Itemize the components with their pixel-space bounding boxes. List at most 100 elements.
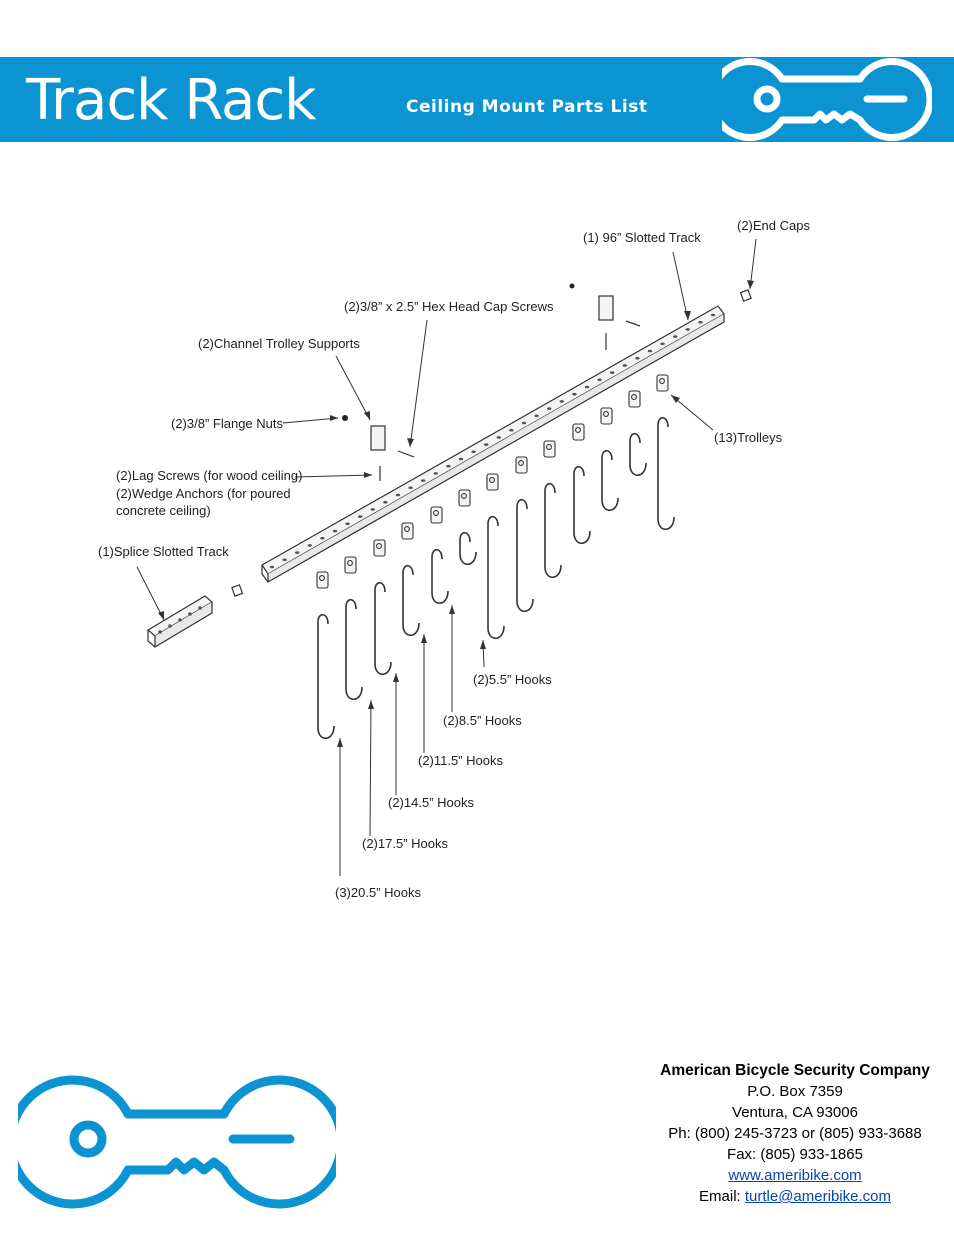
trolley-hole [659, 378, 665, 384]
phone: Ph: (800) 245-3723 or (805) 933-3688 [668, 1125, 922, 1142]
track-slot [673, 335, 678, 338]
track-slot [269, 565, 275, 569]
hook-icon [402, 564, 420, 637]
trolley-hole [404, 526, 410, 532]
label-flange-nuts: (2)3/8” Flange Nuts [171, 416, 283, 431]
track-slot [383, 500, 388, 504]
track-slot [370, 508, 375, 511]
track-slot [408, 486, 413, 490]
track-slot [446, 464, 451, 468]
track-slot [521, 421, 527, 425]
track-slot [496, 436, 501, 439]
track-slot [534, 414, 539, 418]
track-slot [710, 313, 716, 317]
track-slot [471, 450, 476, 454]
hook-icon [459, 531, 477, 566]
label-lag-screws: (2)Lag Screws (for wood ceiling) [116, 468, 302, 483]
page-subtitle: Ceiling Mount Parts List [406, 97, 648, 117]
track-slot [647, 349, 653, 353]
hook-icon [573, 465, 591, 545]
company-name: American Bicycle Security Company [660, 1062, 930, 1079]
track-slot [295, 551, 300, 554]
trolley-hole [489, 477, 495, 483]
label-trolleys: (13)Trolleys [714, 430, 783, 445]
label-wedge-anchors: (2)Wedge Anchors (for poured [116, 486, 291, 501]
trolley-hole [631, 394, 637, 400]
track-slot [421, 479, 426, 482]
trolley-hole [319, 575, 325, 581]
label-end-caps: (2)End Caps [737, 218, 810, 233]
track-slot [433, 472, 438, 475]
track-slot [509, 428, 514, 432]
track-slot [484, 443, 489, 446]
track-slot [559, 400, 564, 403]
track-slot [358, 515, 363, 518]
label-trolley-supports: (2)Channel Trolley Supports [198, 336, 360, 351]
trolley-hole [518, 460, 524, 466]
track-slot [547, 407, 552, 410]
hook-icon [601, 449, 619, 512]
trolley-hole [575, 427, 581, 433]
track-slot [572, 392, 577, 396]
city: Ventura, CA 93006 [732, 1104, 858, 1121]
hook-icon [345, 598, 363, 701]
track-slot [698, 320, 703, 324]
hook-icon [516, 498, 534, 613]
label-splice-track: (1)Splice Slotted Track [98, 544, 229, 559]
track-slot [332, 529, 338, 533]
label-hex-screws: (2)3/8” x 2.5” Hex Head Cap Screws [344, 299, 554, 314]
company-logo-icon [18, 1075, 336, 1209]
trolley-hole [433, 510, 439, 516]
fax: Fax: (805) 933-1865 [727, 1146, 863, 1163]
label-hooks-14-5: (2)14.5” Hooks [388, 795, 474, 810]
hook-icon [629, 432, 647, 477]
hook-icon [431, 548, 449, 605]
hook-icon [487, 515, 505, 640]
email-label: Email: [699, 1188, 745, 1205]
hex-screw-icon [397, 450, 415, 458]
trolley-hole [603, 411, 609, 417]
track-slot [597, 378, 602, 382]
trolley-hole [461, 493, 467, 499]
po-box: P.O. Box 7359 [747, 1083, 843, 1100]
end-cap-icon [231, 584, 244, 597]
track-slot [458, 457, 464, 461]
track-slot [307, 544, 312, 547]
trolley-support-icon [598, 295, 614, 321]
slotted-track [261, 305, 725, 584]
trolley-hole [546, 444, 552, 450]
hook-icon [657, 416, 675, 531]
label-hooks-5-5: (2)5.5” Hooks [473, 672, 552, 687]
hook-icon [317, 613, 335, 740]
label-hooks-20-5: (3)20.5” Hooks [335, 885, 421, 900]
email-line: Email: turtle@ameribike.com [640, 1186, 950, 1207]
label-hooks-11-5: (2)11.5” Hooks [418, 753, 504, 768]
trolley-hole [376, 543, 382, 549]
track-slot [685, 328, 690, 331]
parts-diagram: (1) 96” Slotted Track (2)End Caps (2)3/8… [98, 218, 810, 900]
website-link[interactable]: www.ameribike.com [728, 1167, 862, 1184]
label-hooks-8-5: (2)8.5” Hooks [443, 713, 522, 728]
hook-icon [544, 482, 562, 579]
track-slot [282, 558, 287, 562]
splice-track [146, 595, 214, 649]
track-slot [635, 356, 640, 360]
track-slot [320, 536, 325, 540]
track-slot [345, 522, 350, 526]
end-cap-icon [739, 289, 752, 302]
track-slot [584, 385, 590, 389]
track-slot [622, 364, 627, 367]
label-wedge-anchors-2: concrete ceiling) [116, 503, 211, 518]
page-title: Track Rack [26, 68, 317, 133]
email-link[interactable]: turtle@ameribike.com [744, 1188, 891, 1205]
hook-icon [374, 581, 392, 676]
key-logo-icon [722, 58, 932, 141]
header-banner: Track Rack Ceiling Mount Parts List [0, 57, 954, 142]
hex-screw-icon [625, 320, 641, 327]
track-slot [660, 342, 665, 346]
trolley-support-icon [370, 425, 386, 451]
label-slotted-track: (1) 96” Slotted Track [583, 230, 701, 245]
track-slot [395, 493, 401, 497]
trolley-hole [347, 560, 353, 566]
contact-block: American Bicycle Security Company P.O. B… [640, 1060, 950, 1207]
